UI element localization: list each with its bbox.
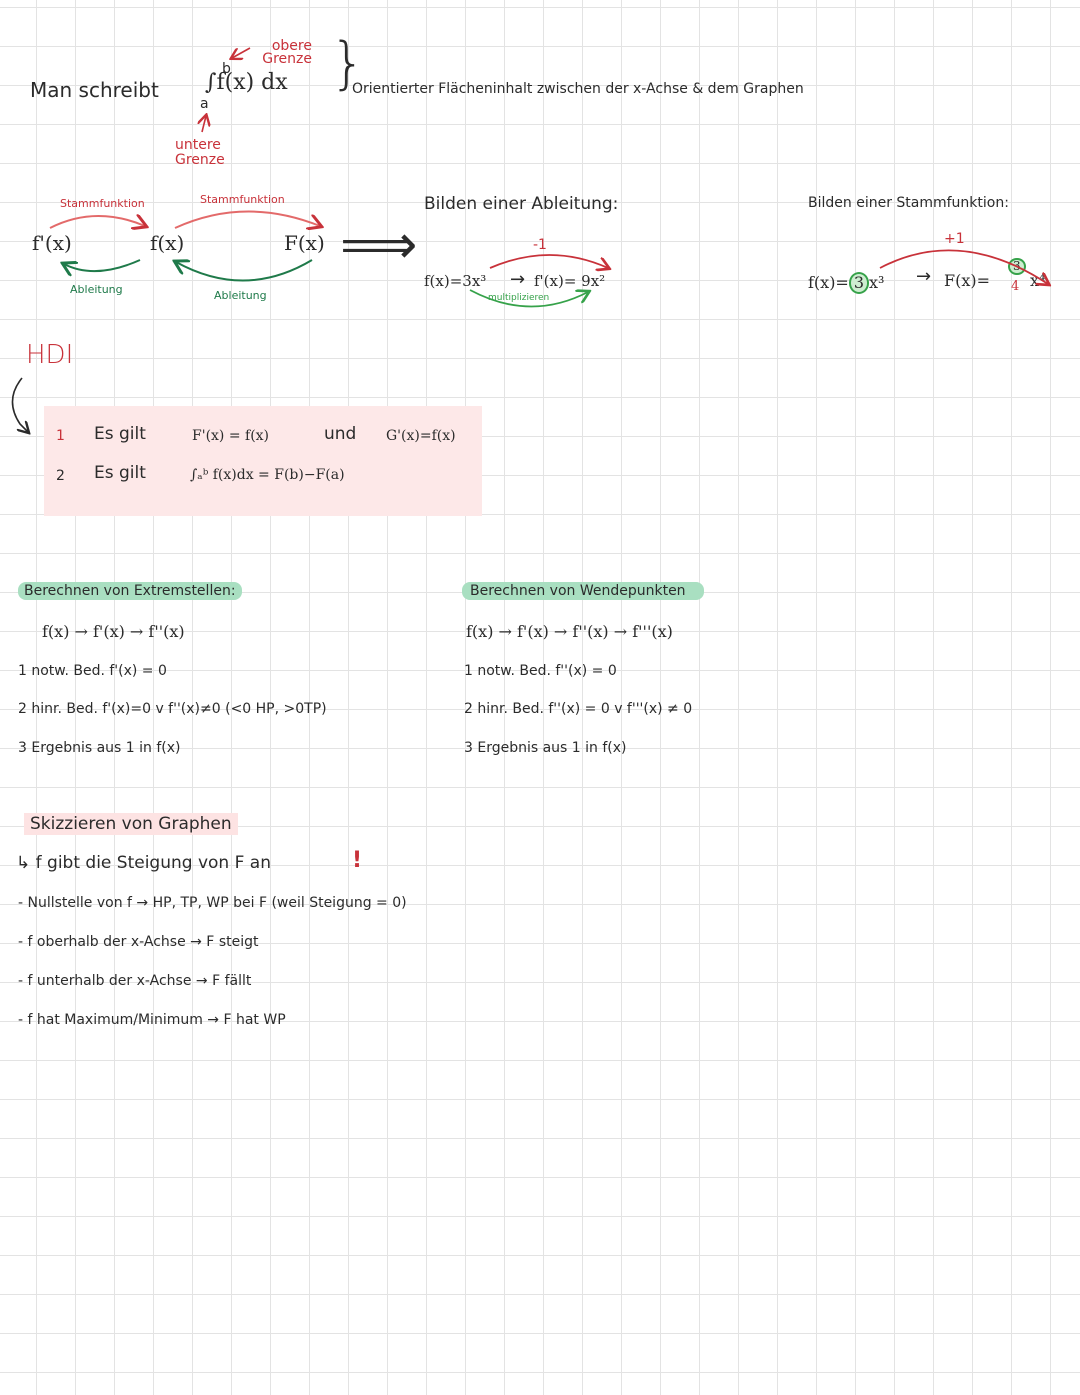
- skizzieren-item-2: - f oberhalb der x-Achse → F steigt: [18, 934, 259, 950]
- hdi-box: [44, 406, 482, 516]
- extrem-step-1: 1 notw. Bed. f'(x) = 0: [18, 663, 167, 679]
- stamm-arrow-icon: →: [916, 266, 932, 287]
- skizzieren-item-4: - f hat Maximum/Minimum → F hat WP: [18, 1012, 286, 1028]
- ableitung-arc-1: [64, 259, 141, 271]
- skizzieren-title-wrap: Skizzieren von Graphen: [24, 813, 238, 835]
- integral-description: Orientierter Flächeninhalt zwischen der …: [352, 81, 804, 97]
- extrem-chain: f(x) → f'(x) → f''(x): [42, 622, 185, 641]
- wende-step-2: 2 hinr. Bed. f''(x) = 0 v f'''(x) ≠ 0: [464, 701, 693, 717]
- plus-one-arc: [879, 249, 1048, 284]
- minus-one-label: -1: [533, 237, 547, 253]
- stamm-example-title: Bilden einer Stammfunktion:: [808, 195, 1009, 211]
- extrem-step-2: 2 hinr. Bed. f'(x)=0 v f''(x)≠0 (<0 HP, …: [18, 701, 327, 717]
- skizzieren-item-1: - Nullstelle von f → HP, TP, WP bei F (w…: [18, 895, 407, 911]
- chain-ableitung-label-1: Ableitung: [70, 283, 123, 296]
- brace-icon: }: [330, 31, 366, 96]
- chain-f-prime: f'(x): [32, 231, 72, 255]
- warning-icon: !: [352, 848, 363, 873]
- stamm-f-suffix: x³: [869, 273, 885, 292]
- integral-upper-bound: b: [222, 61, 231, 77]
- hdi-row2-text: Es gilt: [94, 463, 146, 483]
- stamm-arc-1: [49, 216, 145, 228]
- wende-chain: f(x) → f'(x) → f''(x) → f'''(x): [466, 622, 673, 641]
- wende-step-3: 3 Ergebnis aus 1 in f(x): [464, 740, 627, 756]
- chain-F: F(x): [284, 231, 325, 255]
- hdi-row1-text: Es gilt: [94, 424, 146, 444]
- skizzieren-intro: ↳ f gibt die Steigung von F an: [16, 853, 271, 873]
- ableitung-arrow-icon: →: [510, 269, 526, 290]
- integral-expression: ∫f(x) dx: [205, 70, 288, 95]
- ableitung-example-title: Bilden einer Ableitung:: [424, 194, 619, 214]
- ableitung-f: f(x)=3x³: [424, 272, 487, 290]
- stamm-fraction-denominator: 4: [1011, 279, 1020, 294]
- untere-grenze-arrow: [202, 116, 206, 133]
- implies-arrow-icon: ⟹: [340, 213, 418, 276]
- skizzieren-title: Skizzieren von Graphen: [24, 813, 238, 835]
- chain-stammfunktion-label-2: Stammfunktion: [200, 193, 285, 206]
- plus-one-label: +1: [944, 231, 965, 247]
- hdi-row1-equation-2: G'(x)=f(x): [386, 428, 456, 444]
- hdi-row1-und: und: [324, 424, 357, 444]
- hdi-curl-arrow: [11, 377, 28, 432]
- obere-grenze-label: obere Grenze: [262, 38, 312, 67]
- obere-grenze-arrow: [232, 47, 251, 58]
- ableitung-arc-2: [176, 259, 313, 282]
- stamm-coefficient-circle: 3: [848, 272, 870, 294]
- extrem-title: Berechnen von Extremstellen:: [18, 582, 242, 600]
- skizzieren-item-3: - f unterhalb der x-Achse → F fällt: [18, 973, 252, 989]
- minus-one-arc: [489, 254, 608, 268]
- extrem-step-3: 3 Ergebnis aus 1 in f(x): [18, 740, 181, 756]
- multiplizieren-label: multiplizieren: [488, 293, 550, 303]
- chain-ableitung-label-2: Ableitung: [214, 289, 267, 302]
- hdi-row2-number: 2: [56, 468, 65, 484]
- untere-grenze-label: untere Grenze: [175, 137, 225, 168]
- hdi-row1-number: 1: [56, 428, 65, 444]
- wende-step-1: 1 notw. Bed. f''(x) = 0: [464, 663, 617, 679]
- hdi-row2-equation: ∫ₐᵇ f(x)dx = F(b)−F(a): [190, 467, 345, 483]
- stamm-arc-2: [174, 210, 320, 228]
- multiply-arc: [469, 289, 588, 308]
- chain-stammfunktion-label-1: Stammfunktion: [60, 197, 145, 210]
- wende-title-wrap: Berechnen von Wendepunkten: [462, 582, 704, 600]
- chain-f: f(x): [150, 231, 185, 255]
- stamm-f-prefix: f(x)=: [808, 273, 849, 292]
- wende-title: Berechnen von Wendepunkten: [462, 582, 704, 600]
- hdi-title: HDI: [26, 340, 74, 370]
- ableitung-result: f'(x)= 9x²: [534, 272, 606, 290]
- stamm-result-prefix: F(x)=: [944, 271, 991, 290]
- man-schreibt-label: Man schreibt: [30, 78, 159, 102]
- integral-lower-bound: a: [200, 96, 209, 112]
- extrem-title-wrap: Berechnen von Extremstellen:: [18, 582, 242, 600]
- hdi-row1-equation-1: F'(x) = f(x): [192, 428, 270, 444]
